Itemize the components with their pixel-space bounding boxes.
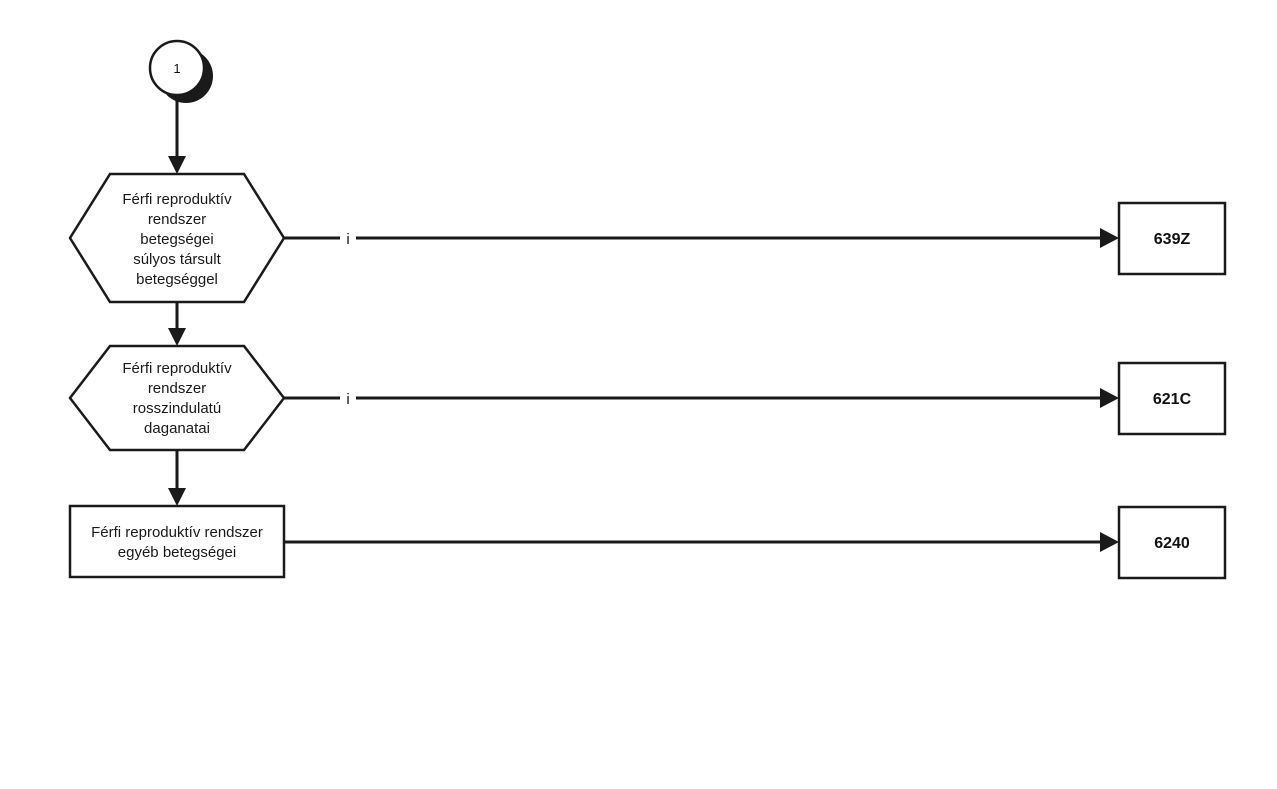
decision-1: Férfi reproduktív rendszer betegségei sú… [68, 172, 286, 304]
decision-1-line-3: betegségei [140, 231, 213, 248]
decision-2: Férfi reproduktív rendszer rosszindulatú… [68, 344, 286, 452]
edge-label-bg-2 [340, 389, 356, 407]
output-639z-box [1117, 201, 1227, 276]
final-process-line-2: egyéb betegségei [118, 544, 236, 561]
decision-1-line-5: betegséggel [136, 271, 218, 288]
decision-2-line-2: rendszer [148, 380, 206, 397]
decision-1-line-2: rendszer [148, 211, 206, 228]
decision-1-line-4: súlyos társult [133, 251, 221, 268]
decision-1-hexagon [68, 172, 286, 304]
output-6240: 6240 [1117, 505, 1227, 580]
decision-2-hexagon [68, 344, 286, 452]
decision-1-line-1: Férfi reproduktív [122, 191, 232, 208]
edge-label-decision-1: i [346, 231, 349, 248]
edge-arrow-decision-2-to-621c [1100, 388, 1119, 408]
output-621c: 621C [1117, 361, 1227, 436]
output-6240-box [1117, 505, 1227, 580]
edge-arrow-final-to-6240 [1100, 532, 1119, 552]
final-process: Férfi reproduktív rendszer egyéb betegsé… [68, 504, 286, 579]
start-connector: 1 [148, 39, 213, 103]
final-process-line-1: Férfi reproduktív rendszer [91, 524, 263, 541]
final-process-box [68, 504, 286, 579]
flow-arrow-start-to-decision-1 [168, 156, 186, 174]
start-connector-label: 1 [173, 61, 180, 76]
output-6240-label: 6240 [1154, 535, 1190, 552]
edge-label-decision-2: i [346, 391, 349, 408]
flow-arrow-decision-1-to-decision-2 [168, 328, 186, 346]
output-621c-box [1117, 361, 1227, 436]
decision-2-line-3: rosszindulatú [133, 400, 221, 417]
output-639z: 639Z [1117, 201, 1227, 276]
flow-arrow-decision-2-to-final [168, 488, 186, 506]
output-621c-label: 621C [1153, 391, 1192, 408]
decision-2-line-4: daganatai [144, 420, 210, 437]
output-639z-label: 639Z [1154, 231, 1191, 248]
decision-2-line-1: Férfi reproduktív [122, 360, 232, 377]
edge-arrow-decision-1-to-639z [1100, 228, 1119, 248]
edge-label-bg-1 [340, 229, 356, 247]
